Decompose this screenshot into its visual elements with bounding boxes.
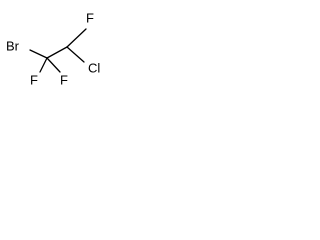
bond-c2-f-top — [66, 28, 87, 48]
atom-label-cl: Cl — [88, 61, 100, 76]
structural-formula: Br F Cl F F — [6, 11, 100, 88]
bond-c1-c2 — [46, 46, 68, 59]
atom-label-br: Br — [6, 39, 20, 54]
bond-c1-f-right — [46, 57, 61, 73]
atom-label-f-top: F — [86, 11, 94, 26]
atom-label-f-left: F — [30, 73, 38, 88]
bond-c1-f-left — [39, 57, 48, 73]
bond-c2-cl — [66, 46, 85, 63]
bond-c1-br — [29, 49, 48, 59]
atom-label-f-right: F — [60, 73, 68, 88]
